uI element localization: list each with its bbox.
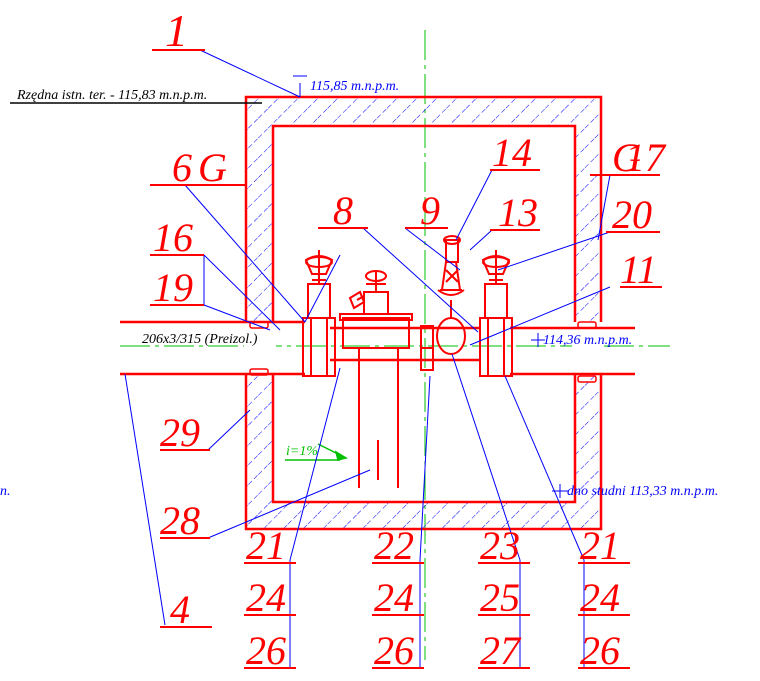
- label-29: 29: [160, 410, 200, 455]
- label-24-center: 24: [374, 575, 414, 620]
- label-21-right: 21: [580, 523, 620, 568]
- label-21-left: 21: [246, 523, 286, 568]
- label-16: 16: [153, 215, 193, 260]
- label-25: 25: [480, 575, 520, 620]
- left-gate-valve: [302, 250, 336, 377]
- ground-level-note: Rzędna istn. ter. - 115,83 m.n.p.m.: [16, 88, 207, 103]
- label-22: 22: [374, 523, 414, 568]
- label-24-left: 24: [246, 575, 286, 620]
- chamber-walls: [244, 95, 604, 531]
- slope-note: i=1%: [286, 444, 318, 459]
- main-pipe: [120, 320, 635, 376]
- pipe-level-note: 114,36 m.n.p.m.: [543, 333, 632, 348]
- label-11: 11: [620, 247, 657, 292]
- pipe-spec-note: 206x3/315 (Preizol.): [142, 332, 258, 347]
- label-section-g-left: G: [198, 145, 227, 190]
- label-23: 23: [480, 523, 520, 568]
- label-14: 14: [492, 130, 532, 175]
- label-underlines: [150, 49, 662, 669]
- label-27: 27: [480, 628, 522, 673]
- drain-pipe: [358, 348, 399, 488]
- label-6: 6: [172, 145, 192, 190]
- label-13: 13: [498, 190, 538, 235]
- label-26-right: 26: [580, 628, 620, 673]
- label-26-center: 26: [374, 628, 414, 673]
- strainer: [436, 235, 466, 355]
- label-section-g-right: G: [612, 135, 641, 180]
- center-valve: [339, 270, 413, 349]
- label-19: 19: [153, 265, 193, 310]
- slope-arrow: [285, 443, 348, 461]
- left-cut-note: n.: [0, 484, 11, 499]
- label-20: 20: [612, 192, 652, 237]
- top-level-note: 115,85 m.n.p.m.: [310, 79, 399, 94]
- label-9: 9: [420, 188, 440, 233]
- label-24-right: 24: [580, 575, 620, 620]
- flange: [420, 325, 434, 371]
- label-4: 4: [170, 587, 190, 632]
- label-8: 8: [333, 188, 353, 233]
- bottom-level-note: dno studni 113,33 m.n.p.m.: [567, 484, 718, 499]
- label-26-left: 26: [246, 628, 286, 673]
- label-1: 1: [165, 5, 188, 56]
- leader-lines: [124, 49, 611, 668]
- right-gate-valve: [479, 250, 513, 377]
- label-17: 17: [625, 135, 667, 180]
- label-28: 28: [160, 498, 200, 543]
